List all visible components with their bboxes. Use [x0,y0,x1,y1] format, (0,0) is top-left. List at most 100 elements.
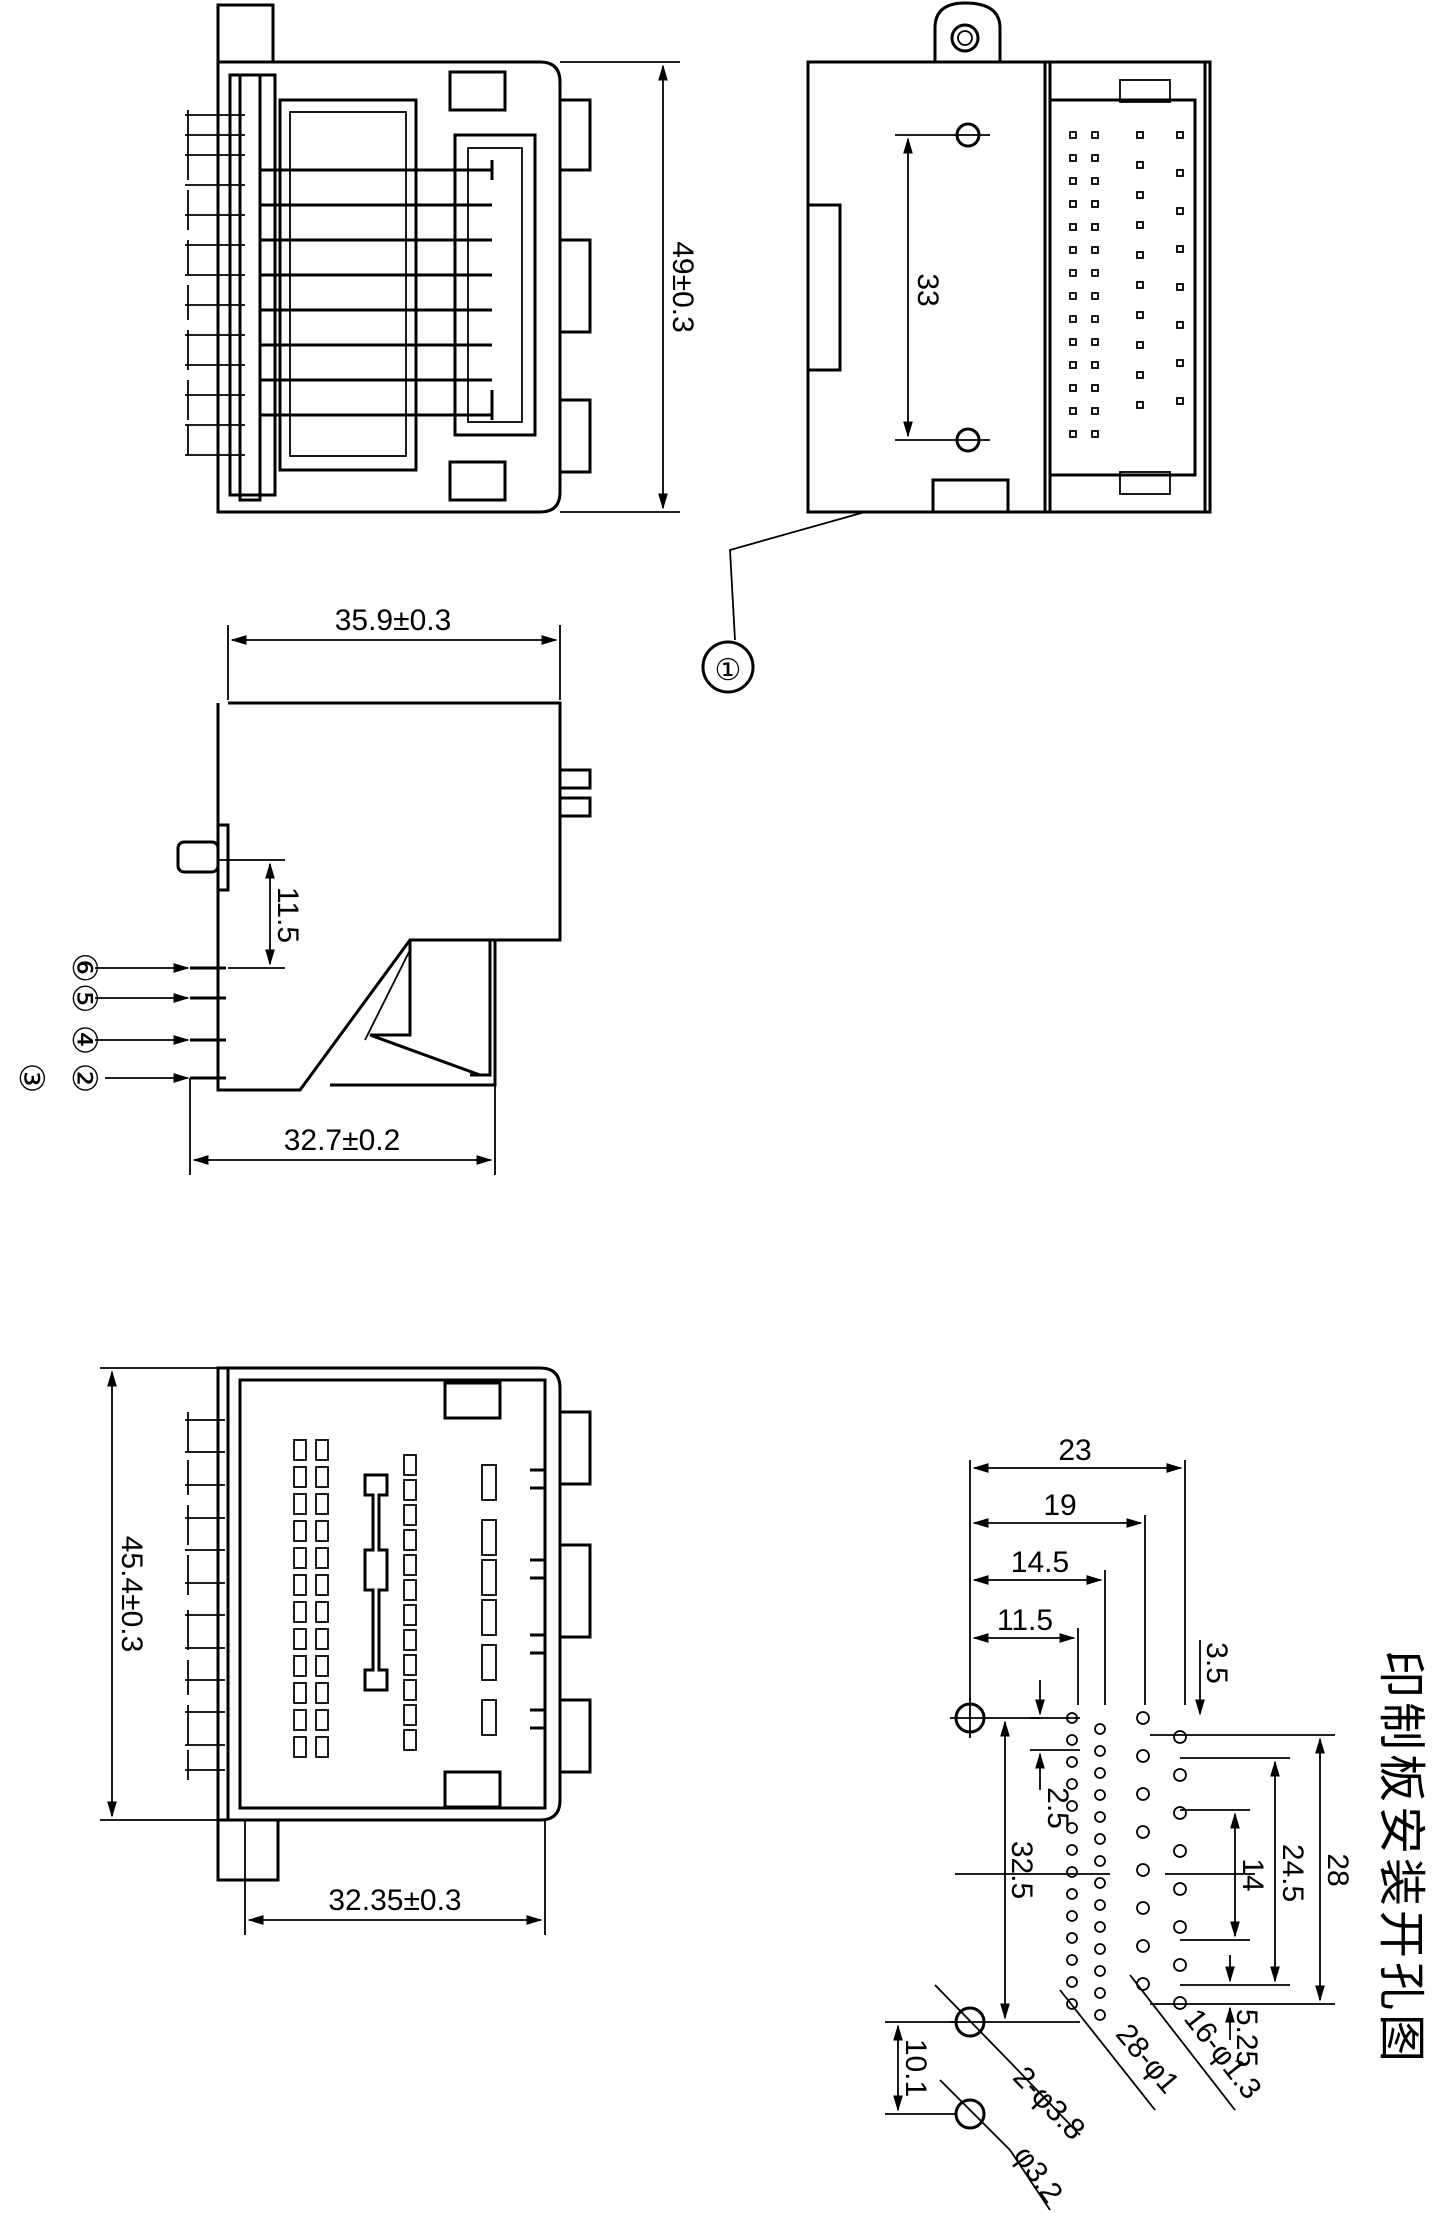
rear-pin [1176,245,1184,253]
pin-slot [403,1629,417,1651]
pin-slot [315,1547,329,1569]
dim-14-5: 14.5 [1011,1546,1069,1579]
pin-slot [403,1654,417,1676]
front-view-width-label: 32.35±0.3 [328,1884,461,1917]
hole-label-phi3-2: φ3.2 [1007,2140,1069,2209]
hole-label-2-phi3-8: 2-φ3.8 [1006,2060,1091,2146]
dim-11-5: 11.5 [997,1604,1053,1637]
pin-slot [403,1729,417,1751]
side-view: ⑥⑤ ④ ② ③ 35.9±0.3 11.5 32.7±0.2 [11,604,592,1175]
rear-pin [1091,177,1099,185]
pcb-hole-small [1094,1745,1106,1757]
pcb-hole-small [1094,1921,1106,1933]
pcb-hole-large [1136,1711,1150,1725]
rear-pin [1176,397,1184,405]
pin-slot [315,1655,329,1677]
pin-label-4: ④ [64,1025,104,1055]
pin-slot [481,1599,497,1636]
rear-pin [1069,154,1077,162]
rear-pin [1176,207,1184,215]
side-view-width-label: 35.9±0.3 [335,604,452,637]
front-view: 45.4±0.3 32.35±0.3 [100,1366,592,1935]
dim-32-5: 32.5 [1005,1841,1038,1899]
pin-slot [293,1439,307,1461]
pin-slot [315,1736,329,1758]
dim-5-25: 5.25 [1230,2009,1263,2067]
pin-slot [403,1679,417,1701]
pcb-hole-large [1173,1768,1187,1782]
rear-pin [1136,251,1144,259]
rear-pin [1091,223,1099,231]
dim-23: 23 [1058,1434,1091,1467]
pin-slot [481,1699,497,1736]
pin-slot [315,1574,329,1596]
pcb-hole-large [1136,1787,1150,1801]
rear-pin [1069,384,1077,392]
pin-slot [403,1454,417,1476]
pin-slot [315,1628,329,1650]
pcb-hole-small [1066,1866,1078,1878]
pin-slot [293,1466,307,1488]
pin-slot [403,1554,417,1576]
pcb-hole-large [1173,1958,1187,1972]
pcb-hole-small [1094,1723,1106,1735]
rear-pin [1091,384,1099,392]
pcb-hole-small [1066,1888,1078,1900]
rear-pin [1091,361,1099,369]
front-view-height-label: 45.4±0.3 [115,1536,148,1653]
rear-pin [1176,131,1184,139]
rear-pin [1091,246,1099,254]
dim-19: 19 [1043,1489,1076,1522]
top-view-pins [185,110,494,456]
rear-pin [1069,269,1077,277]
pcb-hole-large [1173,1882,1187,1896]
pcb-hole-small [1094,1811,1106,1823]
mount-hole-extra [954,2098,986,2130]
rear-pin [1069,223,1077,231]
rear-pin [1069,131,1077,139]
pcb-hole-large [1173,1844,1187,1858]
rear-pin [1176,321,1184,329]
pin-slot [315,1682,329,1704]
pcb-hole-small [1094,1987,1106,1999]
pcb-hole-small [1094,1855,1106,1867]
dim-2-5: 2.5 [1041,1787,1074,1829]
rear-pin [1136,131,1144,139]
pin-slot [293,1547,307,1569]
rear-pin [1091,430,1099,438]
rear-pin [1091,292,1099,300]
pin-slot [315,1709,329,1731]
pin-slot [403,1529,417,1551]
pcb-hole-large [1173,1920,1187,1934]
rear-pin [1136,281,1144,289]
pcb-hole-small [1066,1734,1078,1746]
pcb-layout: 23 19 14.5 11.5 3.5 2.5 32.5 14 24.5 [885,1434,1429,2211]
pin-slot [403,1579,417,1601]
rear-pin [1069,200,1077,208]
rear-pin [1136,191,1144,199]
pcb-hole-large [1136,1825,1150,1839]
pcb-hole-large [1136,1939,1150,1953]
pin-slot [293,1601,307,1623]
pcb-hole-large [1136,1863,1150,1877]
rear-pin [1069,315,1077,323]
side-view-depth-label: 32.7±0.2 [284,1124,401,1157]
pcb-hole-small [1094,1877,1106,1889]
pin-slot [293,1655,307,1677]
pin-slot [481,1559,497,1596]
pcb-hole-small [1066,1998,1078,2010]
rear-pin [1136,341,1144,349]
pcb-hole-large [1136,1977,1150,1991]
pcb-hole-small [1066,1954,1078,1966]
pin-slot [315,1439,329,1461]
dim-10-1: 10.1 [899,2039,932,2097]
pin-slot [315,1493,329,1515]
rear-pin [1069,177,1077,185]
rear-pin [1176,283,1184,291]
pcb-hole-small [1094,1965,1106,1977]
rear-view: 33 ① [701,1,1212,694]
rear-pin [1091,131,1099,139]
pcb-hole-small [1094,1767,1106,1779]
pin-slot [403,1504,417,1526]
top-view-height-label: 49±0.3 [666,241,699,333]
